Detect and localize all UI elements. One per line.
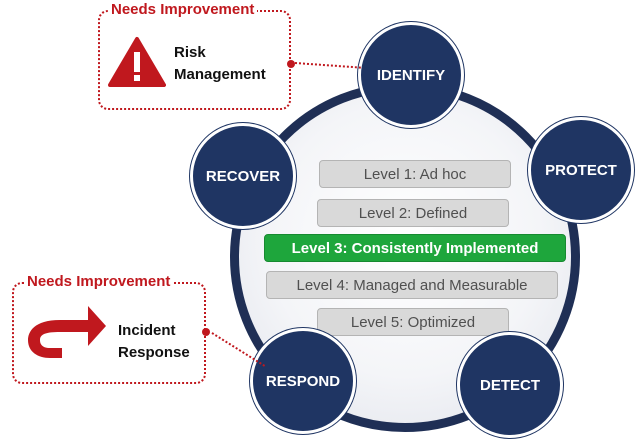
level-2: Level 2: Defined [317,199,509,227]
callout-risk-title: Needs Improvement [108,1,258,18]
risk-leader-line [294,62,361,69]
node-respond: RESPOND [250,328,356,434]
warning-icon [108,37,166,87]
node-identify: IDENTIFY [358,22,464,128]
callout-risk-line2: Management [174,66,266,83]
level-3-current: Level 3: Consistently Implemented [264,234,566,262]
level-4: Level 4: Managed and Measurable [266,271,558,299]
callout-incident-line1: Incident [118,322,176,339]
node-recover: RECOVER [190,123,296,229]
callout-incident-response: Needs Improvement Incident Response [12,273,210,384]
level-5: Level 5: Optimized [317,308,509,336]
callout-incident-line2: Response [118,344,190,361]
callout-risk-connector-dot [287,60,295,68]
callout-incident-text: Incident Response [118,320,190,364]
u-turn-arrow-icon [28,306,106,358]
level-1: Level 1: Ad hoc [319,160,511,188]
node-protect: PROTECT [528,117,634,223]
callout-incident-title: Needs Improvement [24,273,174,290]
callout-incident-connector-dot [202,328,210,336]
callout-risk-text: Risk Management [174,42,266,86]
node-detect: DETECT [457,332,563,438]
callout-risk-line1: Risk [174,44,206,61]
callout-risk-management: Needs Improvement Risk Management [98,1,295,110]
